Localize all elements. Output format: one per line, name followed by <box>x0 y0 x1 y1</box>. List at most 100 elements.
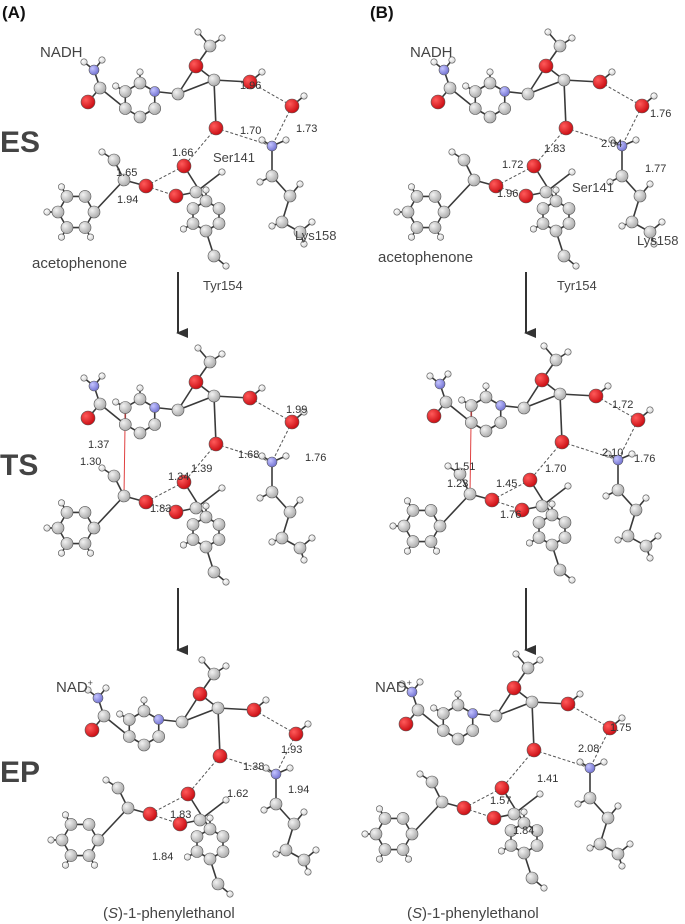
hydrogen-atom <box>658 218 666 226</box>
distance-label: 1.76 <box>650 108 671 120</box>
hydrogen-atom <box>43 524 51 532</box>
carbon-atom <box>521 661 535 675</box>
hydrogen-atom <box>540 342 548 350</box>
hydrogen-atom <box>300 92 308 100</box>
carbon-atom <box>553 39 567 53</box>
nitrogen-atom <box>616 140 628 152</box>
carbon-atom <box>549 224 563 238</box>
covalent-bond <box>181 707 219 723</box>
hydrogen-atom <box>202 502 210 510</box>
hydrogen-atom <box>47 836 55 844</box>
hydrogen-bond <box>249 81 293 107</box>
hydrogen-atom <box>102 776 110 784</box>
carbon-atom <box>212 533 226 546</box>
carbon-atom <box>463 487 477 501</box>
nitrogen-atom <box>438 64 450 76</box>
hydrogen-atom <box>444 370 452 378</box>
carbon-atom <box>428 221 442 234</box>
carbon-atom <box>436 707 450 720</box>
oxygen-atom <box>212 748 228 764</box>
distance-label: 1.84 <box>152 851 173 863</box>
carbon-atom <box>553 387 567 401</box>
hydrogen-bond <box>271 105 293 147</box>
hydrogen-atom <box>618 862 626 870</box>
hydrogen-atom <box>606 178 614 186</box>
hydrogen-atom <box>286 764 294 772</box>
carbon-atom <box>483 110 497 124</box>
carbon-atom <box>265 169 279 183</box>
carbon-atom <box>557 249 571 263</box>
hydrogen-atom <box>179 225 187 233</box>
carbon-atom <box>82 818 96 831</box>
carbon-atom <box>78 221 92 234</box>
hydrogen-atom <box>482 382 490 390</box>
carbon-atom <box>396 812 410 825</box>
oxygen-atom <box>592 74 608 90</box>
hydrogen-atom <box>57 499 65 507</box>
oxygen-atom <box>284 98 300 114</box>
oxygen-atom <box>242 74 258 90</box>
oxygen-atom <box>246 702 262 718</box>
carbon-atom <box>118 401 132 414</box>
carbon-atom <box>275 215 289 229</box>
nitrogen-atom <box>149 402 161 413</box>
hydrogen-atom <box>296 496 304 504</box>
carbon-atom <box>211 701 225 715</box>
oxygen-atom <box>176 158 192 174</box>
hydrogen-atom <box>458 396 466 404</box>
hydrogen-atom <box>57 549 65 557</box>
carbon-atom <box>55 833 69 847</box>
hydrogen-bond <box>249 397 293 423</box>
distance-label: 1.83 <box>150 503 171 515</box>
carbon-atom <box>121 801 135 815</box>
hydrogen-atom <box>448 148 456 156</box>
carbon-atom <box>562 202 576 215</box>
carbon-atom <box>498 102 512 115</box>
distance-label: 1.76 <box>500 509 521 521</box>
covalent-bond <box>411 801 443 835</box>
carbon-atom <box>283 189 297 203</box>
hydrogen-atom <box>84 686 92 694</box>
oxygen-atom <box>208 120 224 136</box>
oxygen-atom <box>538 58 554 74</box>
hydrogen-atom <box>462 82 470 90</box>
carbon-atom <box>483 76 497 90</box>
hydrogen-atom <box>614 536 622 544</box>
oxygen-atom <box>430 94 446 110</box>
hydrogen-atom <box>576 690 584 698</box>
carbon-atom <box>439 395 453 409</box>
oxygen-atom <box>426 408 442 424</box>
hydrogen-atom <box>544 28 552 36</box>
carbon-atom <box>82 849 96 862</box>
oxygen-atom <box>560 696 576 712</box>
covalent-bond <box>213 395 217 445</box>
covalent-bond <box>495 701 533 717</box>
hydrogen-atom <box>80 58 88 66</box>
distance-label: 1.38 <box>243 761 264 773</box>
carbon-atom <box>410 221 424 234</box>
hydrogen-atom <box>416 678 424 686</box>
oxygen-atom <box>138 494 154 510</box>
distance-label: 1.41 <box>537 773 558 785</box>
hydrogen-atom <box>296 180 304 188</box>
distance-label: 1.94 <box>117 194 138 206</box>
hydrogen-atom <box>525 539 533 547</box>
distance-label: 1.70 <box>240 125 261 137</box>
carbon-atom <box>293 541 307 555</box>
distance-label: 1.37 <box>88 439 109 451</box>
hydrogen-atom <box>432 547 440 555</box>
carbon-atom <box>405 827 419 841</box>
carbon-atom <box>60 537 74 550</box>
carbon-atom <box>621 529 635 543</box>
hydrogen-atom <box>626 840 634 848</box>
carbon-atom <box>87 521 101 535</box>
nitrogen-atom <box>406 686 418 698</box>
molecule-a-ep <box>47 656 320 898</box>
hydrogen-atom <box>650 240 658 248</box>
carbon-atom <box>212 217 226 230</box>
oxygen-atom <box>192 686 208 702</box>
carbon-atom <box>203 852 217 866</box>
distance-label: 1.76 <box>305 452 326 464</box>
carbon-atom <box>633 189 647 203</box>
hydrogen-bond <box>529 441 563 481</box>
